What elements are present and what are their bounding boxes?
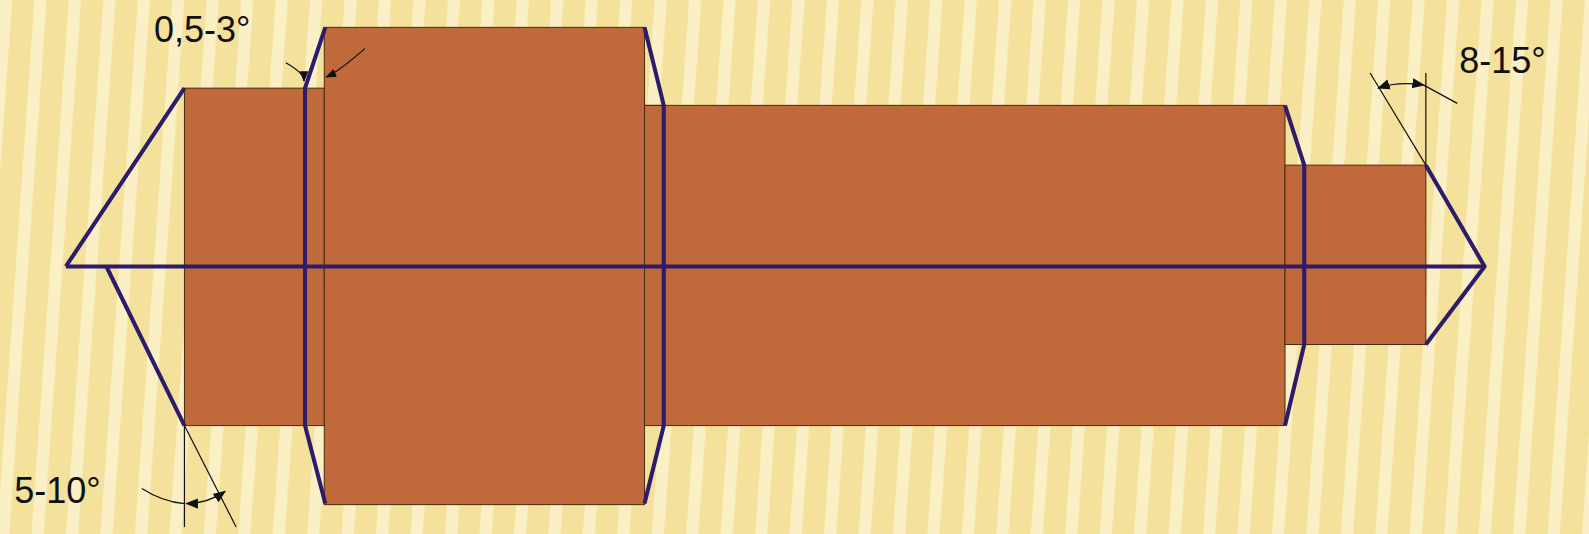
angle-label: 8-15° xyxy=(1459,41,1545,81)
angle-label: 0,5-3° xyxy=(154,10,250,50)
angle-label: 5-10° xyxy=(14,471,100,511)
allowance-contour xyxy=(66,27,1485,503)
angle-dimensions xyxy=(142,49,1457,527)
